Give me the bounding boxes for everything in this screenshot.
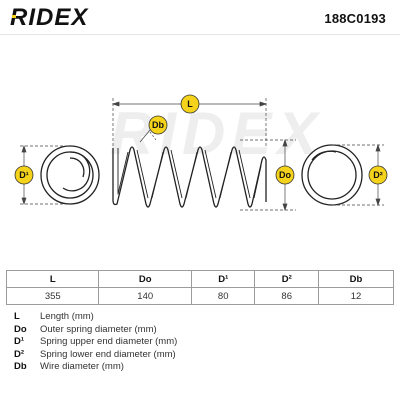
d1-tag: D¹ [14,165,34,185]
value-wire-diameter: 12 [317,287,395,305]
do-tag: Do [275,165,295,185]
value-outer-diameter: 140 [98,287,192,305]
legend: L Length (mm) Do Outer spring diameter (… [14,311,177,374]
spec-table: L Do D¹ D² Db 355 140 80 86 12 [5,270,395,305]
ridex-logo: RIDEX [10,4,130,35]
col-header-wire-diameter: Db [317,270,395,288]
legend-key: D² [14,348,25,360]
legend-key: L [14,311,20,322]
col-header-upper-diameter: D¹ [190,270,256,288]
value-lower-diameter: 86 [254,287,319,305]
value-length: 355 [5,287,100,305]
header: RIDEX 188C0193 [0,0,400,35]
wire-diameter-tag: Db [148,115,168,135]
legend-key: Db [14,361,27,372]
legend-desc: Spring lower end diameter (mm) [40,348,176,360]
legend-desc: Spring upper end diameter (mm) [40,336,178,347]
watermark: RIDEX [110,100,323,167]
legend-desc: Length (mm) [40,311,94,322]
legend-item: Do Outer spring diameter (mm) [14,324,177,337]
legend-desc: Outer spring diameter (mm) [40,323,157,335]
d1-tag-label: D¹ [19,170,29,180]
d2-tag-label: D² [373,170,383,180]
lower-end-view [301,144,363,206]
value-upper-diameter: 80 [190,287,256,305]
spring-side-view [112,146,267,208]
brand-text: RIDEX [10,4,89,30]
legend-item: D² Spring lower end diameter (mm) [14,349,177,362]
length-tag: L [180,94,200,114]
legend-item: D¹ Spring upper end diameter (mm) [14,336,177,349]
col-header-length: L [5,270,100,288]
length-tag-label: L [187,99,193,109]
legend-item: Db Wire diameter (mm) [14,361,177,374]
spec-header-row: L Do D¹ D² Db [5,270,395,288]
upper-end-view [40,145,100,205]
part-number: 188C0193 [324,11,386,26]
wire-diameter-tag-label: Db [152,120,164,130]
logo-accent [12,15,16,18]
legend-key: D¹ [14,336,25,347]
legend-desc: Wire diameter (mm) [40,361,124,372]
col-header-lower-diameter: D² [254,270,319,288]
do-tag-label: Do [279,170,291,180]
legend-key: Do [14,323,27,335]
spring-drawing: RIDEX L Db [0,34,400,270]
d2-tag: D² [368,165,388,185]
legend-item: L Length (mm) [14,311,177,324]
wire-diameter-marker [139,129,157,143]
col-header-outer-diameter: Do [98,270,192,288]
spec-value-row: 355 140 80 86 12 [5,287,395,305]
